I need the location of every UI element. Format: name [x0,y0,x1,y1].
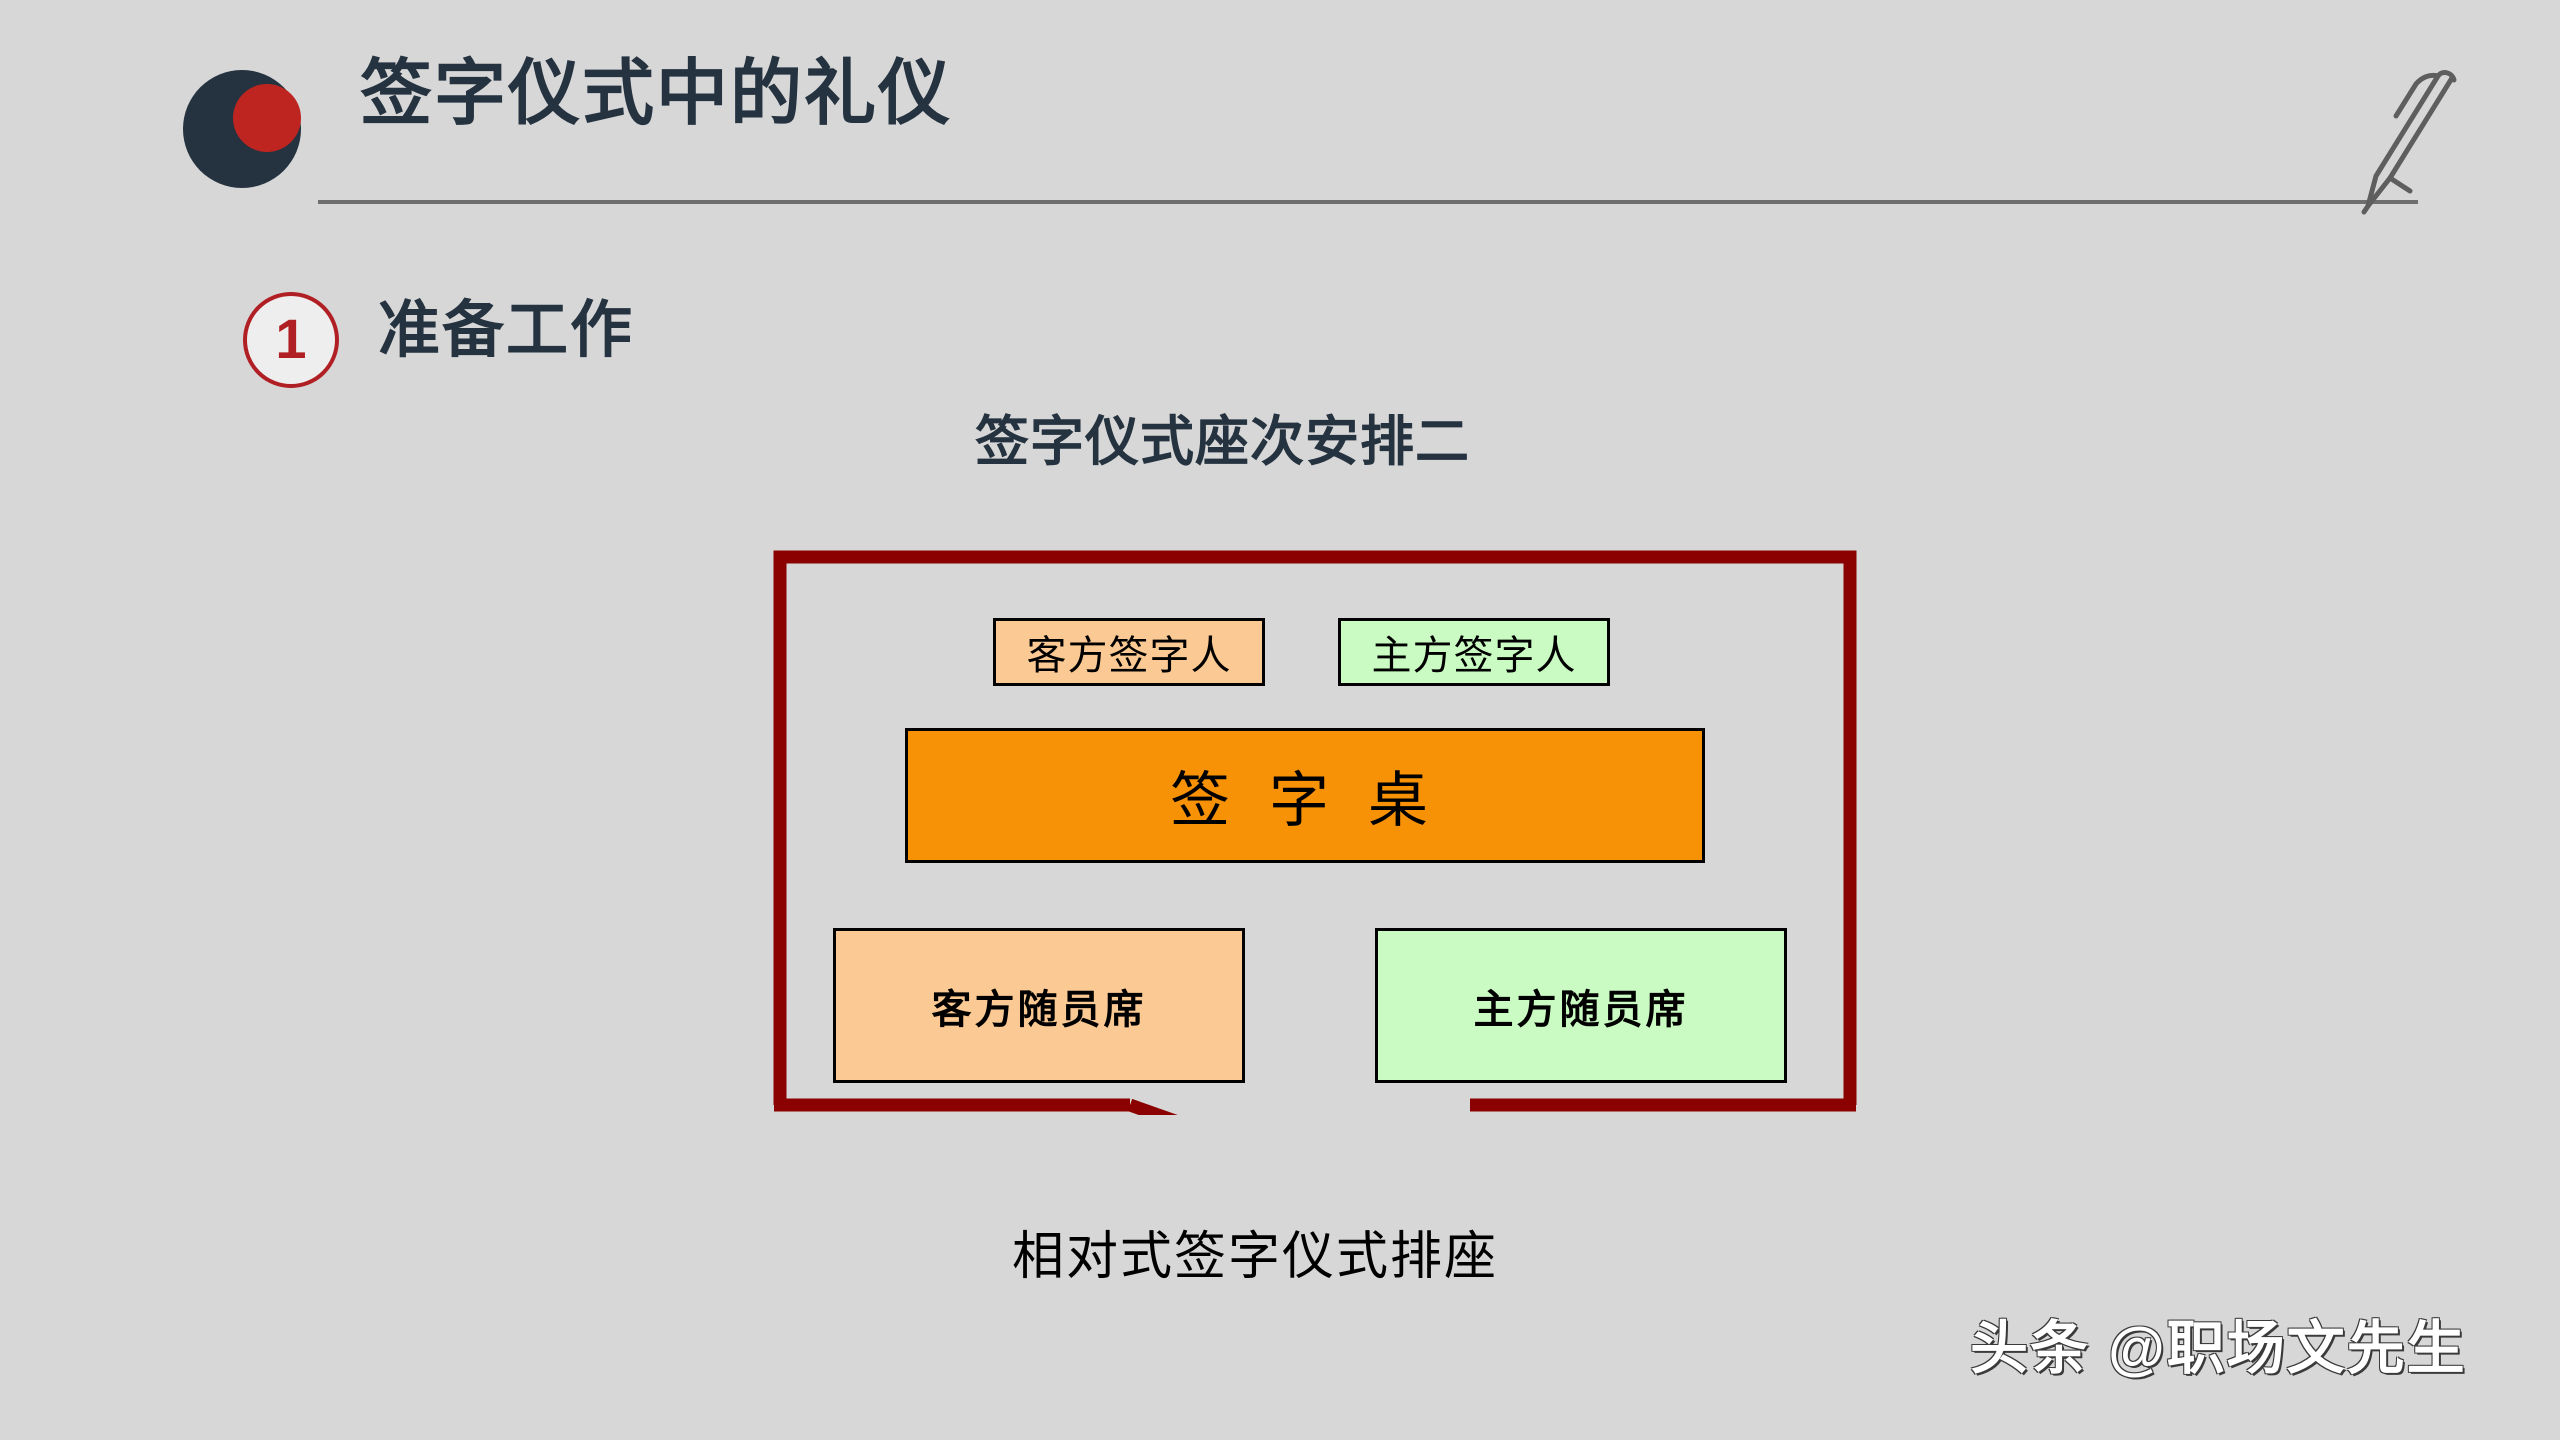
room-frame [770,545,1865,1115]
box-host-aides[interactable]: 主方随员席 [1375,928,1787,1083]
section-number-badge: 1 [243,292,339,388]
box-guest-signer-label: 客方签字人 [1026,633,1232,678]
brand-logo [183,70,301,188]
box-host-aides-label: 主方随员席 [1473,987,1689,1032]
diagram-title: 签字仪式座次安排二 [975,412,1470,472]
page-title: 签字仪式中的礼仪 [360,54,953,134]
box-signing-table-label: 签 字 桌 [1170,768,1440,834]
box-guest-aides[interactable]: 客方随员席 [833,928,1245,1083]
pen-icon [2330,60,2520,220]
box-guest-signer[interactable]: 客方签字人 [993,618,1265,686]
box-host-signer[interactable]: 主方签字人 [1338,618,1610,686]
box-guest-aides-label: 客方随员席 [931,987,1147,1032]
box-host-signer-label: 主方签字人 [1371,633,1577,678]
logo-red-circle [233,84,301,152]
diagram-caption: 相对式签字仪式排座 [1012,1229,1499,1286]
header-divider [318,200,2418,204]
box-signing-table[interactable]: 签 字 桌 [905,728,1705,863]
watermark: 头条 @职场文先生 [1970,1316,2467,1381]
section-number: 1 [275,307,307,370]
section-title: 准备工作 [378,296,635,365]
